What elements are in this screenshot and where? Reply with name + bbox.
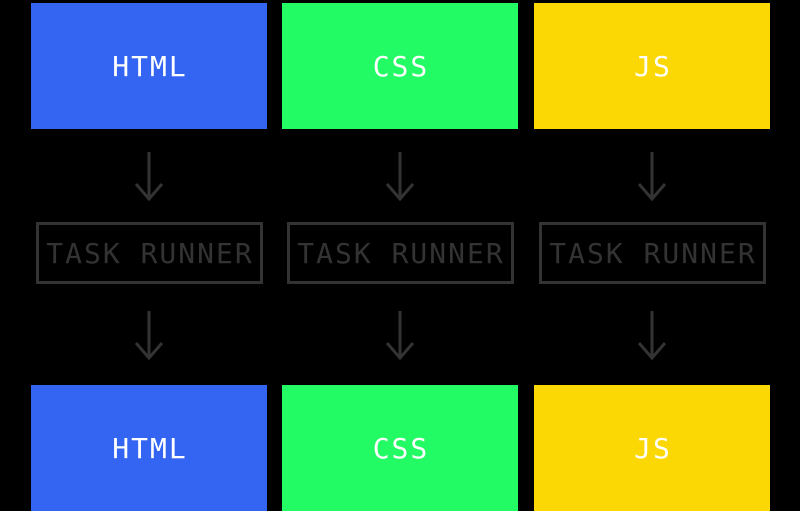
pipeline-column-js: JS TASK RUNNER JS (534, 0, 770, 511)
source-label-js: JS (634, 49, 672, 83)
down-arrow-icon (385, 311, 415, 361)
task-runner-label: TASK RUNNER (46, 236, 254, 270)
source-box-css: CSS (282, 3, 518, 129)
source-label-css: CSS (372, 49, 430, 83)
source-label-html: HTML (112, 49, 188, 83)
task-runner-box-css: TASK RUNNER (286, 222, 514, 284)
output-label-html: HTML (112, 431, 188, 465)
task-runner-label: TASK RUNNER (297, 236, 505, 270)
output-box-css: CSS (282, 385, 518, 511)
task-runner-label: TASK RUNNER (549, 236, 757, 270)
task-runner-box-html: TASK RUNNER (35, 222, 263, 284)
down-arrow-icon (637, 311, 667, 361)
source-box-html: HTML (31, 3, 267, 129)
down-arrow-icon (637, 152, 667, 202)
task-runner-box-js: TASK RUNNER (538, 222, 766, 284)
source-box-js: JS (534, 3, 770, 129)
pipeline-column-css: CSS TASK RUNNER CSS (282, 0, 518, 511)
down-arrow-icon (385, 152, 415, 202)
output-label-js: JS (634, 431, 672, 465)
output-box-js: JS (534, 385, 770, 511)
output-box-html: HTML (31, 385, 267, 511)
pipeline-column-html: HTML TASK RUNNER HTML (31, 0, 267, 511)
output-label-css: CSS (372, 431, 430, 465)
down-arrow-icon (134, 311, 164, 361)
down-arrow-icon (134, 152, 164, 202)
